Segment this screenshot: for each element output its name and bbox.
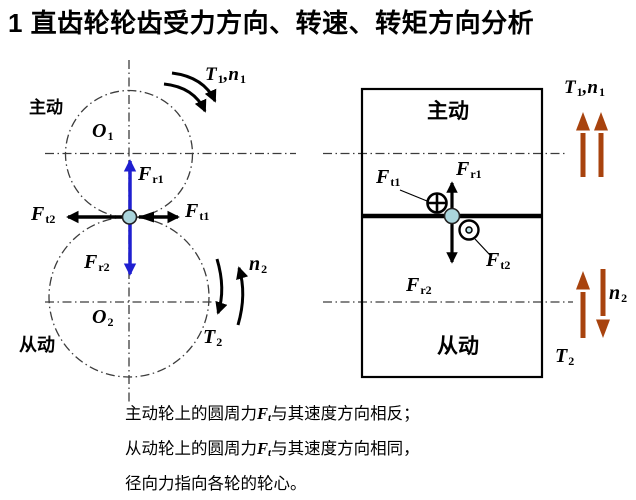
gear-pair-body-rect [360,87,544,379]
label-t1n1-left: T1,n1 [205,64,246,86]
left-figure [45,60,296,403]
t2-torque-arrow [215,258,228,315]
note-line-1: 主动轮上的圆周力Ft与其速度方向相反； [125,404,420,425]
t1-n1-rotation-arrow-outer [171,71,217,103]
n1-arrowhead [594,112,608,131]
note-line-2: 从动轮上的圆周力Ft与其速度方向相同， [125,439,420,460]
t1-n1-rotation-arrow-inner [163,82,207,113]
label-t2-left: T2 [203,326,223,349]
label-t2-right: T2 [555,345,575,368]
label-t1n1-right: T1,n1 [564,77,605,99]
gear2-up-arrowhead [576,271,590,290]
pitch-point [121,209,138,225]
gear2-down-arrow-shaft [600,269,606,316]
ft1-leader-line [399,189,428,202]
t2-n2-direction-arrows [576,269,610,338]
label-driving-left: 主动 [29,98,63,117]
ft2-out-of-page-symbol [458,219,480,241]
gear2-down-arrowhead [596,319,610,338]
label-ft2-right: Ft2 [486,249,511,272]
label-o2: O2 [92,306,114,329]
label-fr2-right: Fr2 [406,274,432,297]
note-line-3: 径向力指向各轮的轮心。 [125,475,307,493]
label-ft1-right: Ft1 [376,166,401,189]
t1-arrowhead [576,112,590,131]
label-driving-right: 主动 [427,100,469,123]
label-n2-right: n2 [609,282,628,305]
label-o1: O1 [92,120,114,143]
label-n2-left: n2 [249,253,268,276]
t1-n1-direction-arrows [576,112,608,177]
n2-rotation-arrow [236,266,249,326]
label-ft1-left: Ft1 [185,200,210,223]
ft1-into-page-symbol [426,192,448,214]
label-fr1-right: Fr1 [456,158,482,181]
gear2-up-arrow-shaft [580,292,586,338]
right-figure [323,87,610,379]
t1-arrow-shaft [580,133,586,177]
n1-arrow-shaft [598,133,604,177]
ft2-leader-line [474,238,491,256]
pitch-point-side [443,207,461,225]
page-title: 1 直齿轮轮齿受力方向、转速、转矩方向分析 [8,8,535,38]
label-ft2-left: Ft2 [31,203,56,226]
label-fr1-left: Fr1 [138,163,164,186]
label-driven-left: 从动 [19,335,55,355]
label-fr2-left: Fr2 [84,251,110,274]
label-driven-right: 从动 [437,335,479,358]
ft1-inner-arrowhead [138,211,154,223]
